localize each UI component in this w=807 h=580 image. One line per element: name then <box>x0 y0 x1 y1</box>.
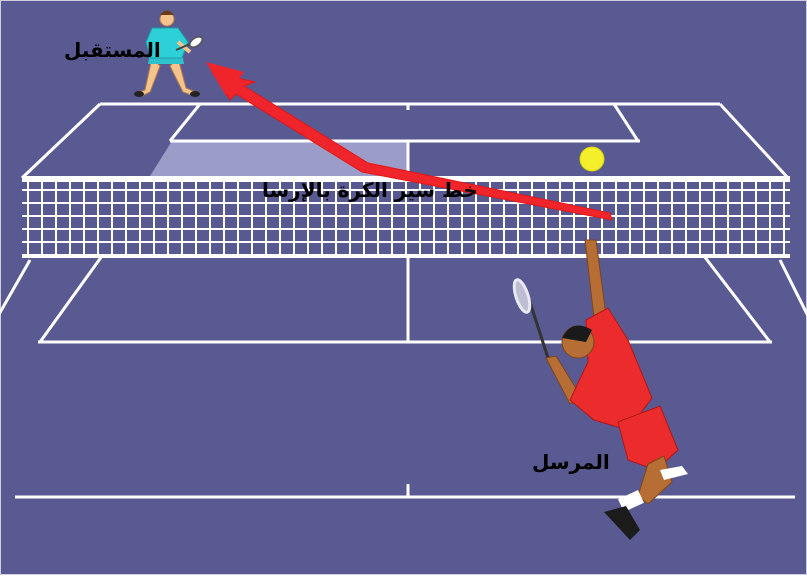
server-label: المرسل <box>532 452 610 472</box>
tennis-ball-icon <box>580 147 604 171</box>
receiver-label: المستقبل <box>64 40 161 60</box>
ball-path-label: خط سير الكرة بالإرسا <box>262 180 478 200</box>
